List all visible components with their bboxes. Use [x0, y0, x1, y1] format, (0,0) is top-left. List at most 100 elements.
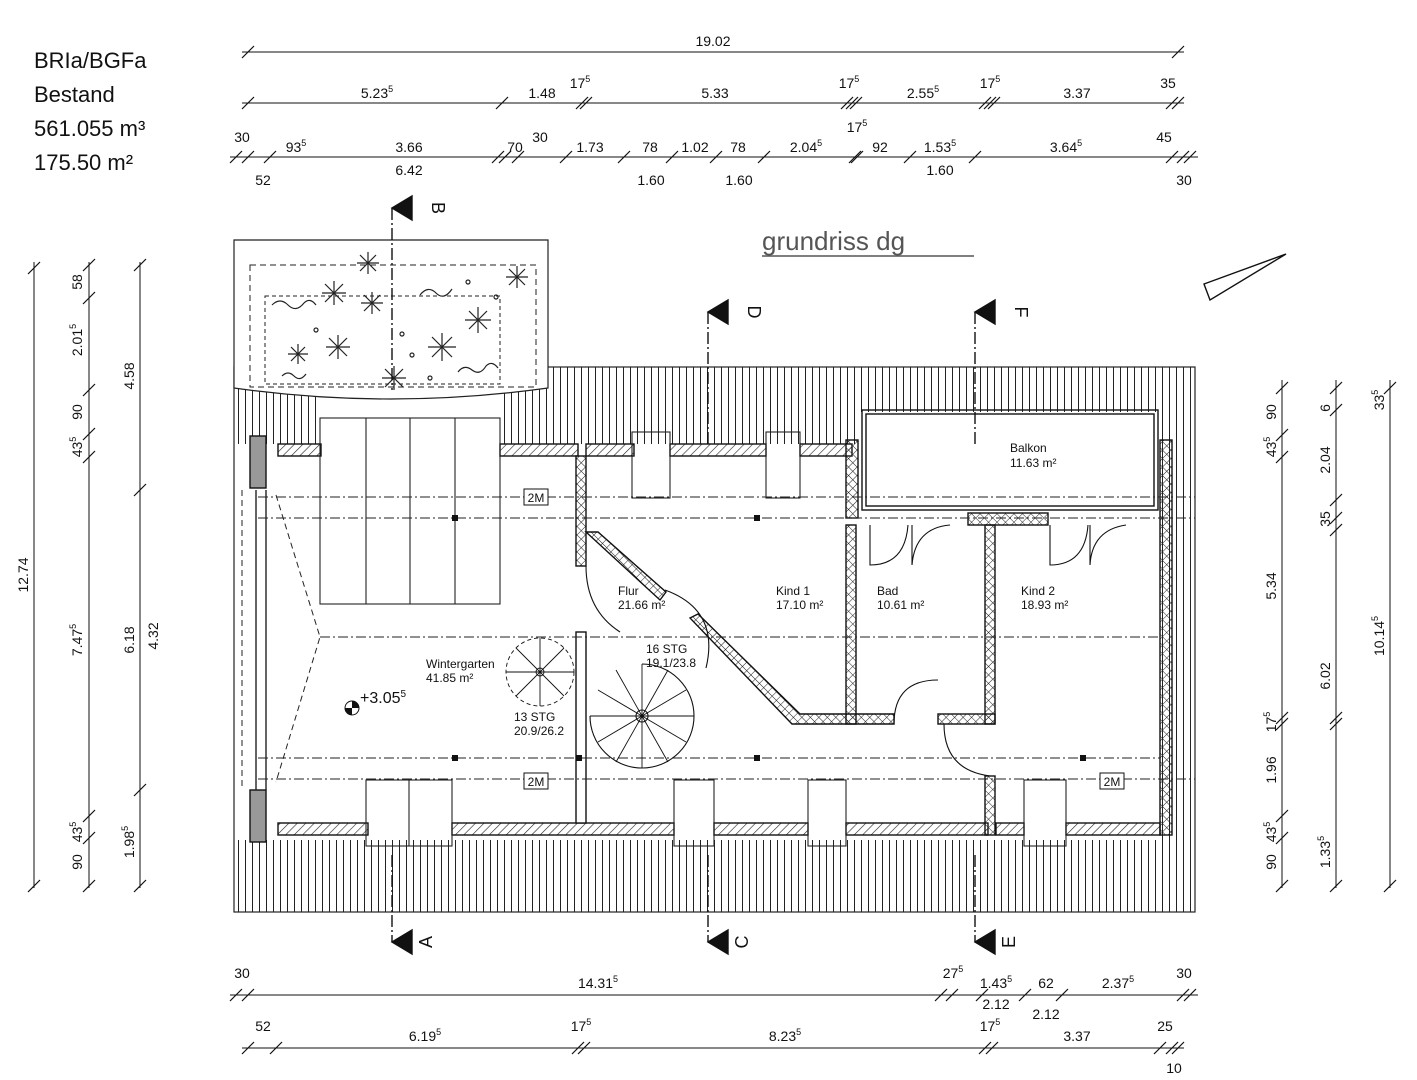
dim-left2: 90 — [69, 854, 85, 870]
dim-tick — [1171, 1041, 1185, 1055]
spiral-stair-large — [589, 663, 695, 769]
room-kind2-area: 18.93 m² — [1021, 598, 1068, 612]
dim-row3-below: 1.60 — [926, 162, 953, 178]
dim-row3: 1.02 — [681, 139, 708, 155]
dim-row2: 5.33 — [701, 85, 728, 101]
dim-left3: 4.58 — [121, 362, 137, 389]
skylights — [319, 417, 1067, 847]
wintergarten-glazing — [241, 490, 321, 790]
dim-row2: 175 — [980, 74, 1001, 91]
dim-row3-below: 52 — [255, 172, 271, 188]
mark-2m-bottom-left: 2M — [528, 775, 545, 789]
dim-row3: 1.73 — [576, 139, 603, 155]
dim-tick — [241, 988, 255, 1002]
dim-tick — [1329, 381, 1343, 395]
dim-tick — [82, 450, 96, 464]
dim-right2: 6 — [1317, 404, 1333, 412]
room-wintergarten-area: 41.85 m² — [426, 671, 473, 685]
dim-tick — [1183, 988, 1197, 1002]
stair16-label: 16 STG — [646, 642, 687, 656]
dim-right1: 435 — [1262, 437, 1279, 458]
room-flur-area: 21.66 m² — [618, 598, 665, 612]
dim-bottom1: 62 — [1038, 975, 1054, 991]
dim-tick — [1165, 150, 1179, 164]
dim-tick — [1329, 493, 1343, 507]
roof-frame — [233, 366, 1196, 913]
dim-right1: 435 — [1262, 822, 1279, 843]
dim-tick — [1275, 879, 1289, 893]
dim-right2: 6.02 — [1317, 662, 1333, 689]
dim-bottom1: 1.435 — [980, 974, 1012, 991]
dim-bottom2: 6.195 — [409, 1027, 441, 1044]
dim-tick — [1275, 381, 1289, 395]
dim-tick — [229, 150, 243, 164]
dim-tick — [903, 150, 917, 164]
dim-right3: 10.145 — [1370, 616, 1387, 656]
dim-tick — [82, 427, 96, 441]
roof-bottom — [234, 840, 1195, 912]
dim-tick — [1383, 879, 1397, 893]
dim-tick — [82, 383, 96, 397]
dim-tick — [1176, 988, 1190, 1002]
section-e: E — [999, 936, 1019, 948]
level-value: +3.055 — [360, 689, 406, 707]
dim-tick — [133, 483, 147, 497]
dim-tick — [571, 1041, 585, 1055]
dim-right2: 1.335 — [1316, 836, 1333, 868]
dim-bottom1: 2.12 — [1032, 1006, 1059, 1022]
dim-tick — [1018, 988, 1032, 1002]
dim-row3: 175 — [847, 118, 868, 135]
room-labels: Balkon 11.63 m² Flur 21.66 m² Kind 1 17.… — [426, 441, 1068, 738]
dim-left2: 58 — [69, 274, 85, 290]
dim-tick — [1171, 45, 1185, 59]
balkon — [861, 409, 1159, 526]
dim-bottom2: 8.235 — [769, 1027, 801, 1044]
north-arrow-icon — [1203, 253, 1287, 302]
dim-tick — [848, 150, 862, 164]
dim-tick — [511, 150, 525, 164]
section-labels: A B C D E F — [416, 202, 1031, 949]
dim-row3: 78 — [730, 139, 746, 155]
dim-row2: 3.37 — [1063, 85, 1090, 101]
room-kind2-name: Kind 2 — [1021, 584, 1055, 598]
dim-left2: 435 — [68, 437, 85, 458]
dim-tick — [82, 879, 96, 893]
room-bad-name: Bad — [877, 584, 898, 598]
dim-tick — [1055, 988, 1069, 1002]
spiral-stair-small — [505, 637, 575, 707]
roof-top — [500, 367, 858, 444]
dim-tick — [985, 1041, 999, 1055]
dim-tick — [983, 96, 997, 110]
dim-tick — [987, 96, 1001, 110]
info-label: BRIa/BGFa — [34, 48, 147, 73]
dim-tick — [1165, 1041, 1179, 1055]
dim-tick — [133, 783, 147, 797]
dim-right1: 1.96 — [1263, 756, 1279, 783]
roof-interior — [258, 444, 1158, 840]
room-flur-name: Flur — [618, 584, 639, 598]
dim-right1: 5.34 — [1263, 572, 1279, 599]
dim-bottom2: 3.37 — [1063, 1028, 1090, 1044]
dimension-lines — [33, 51, 1391, 1049]
dim-row3: 70 — [507, 139, 523, 155]
room-kind1-area: 17.10 m² — [776, 598, 823, 612]
dim-tick — [975, 988, 989, 1002]
dim-tick — [978, 1041, 992, 1055]
dim-row2: 5.235 — [361, 84, 393, 101]
room-kind1-name: Kind 1 — [776, 584, 810, 598]
dim-bottom2: 175 — [571, 1017, 592, 1034]
dim-bottom1: 275 — [943, 964, 964, 981]
dim-bottom1: 14.315 — [578, 974, 618, 991]
dim-tick — [559, 150, 573, 164]
dim-row3: 92 — [872, 139, 888, 155]
dim-tick — [934, 988, 948, 1002]
dim-tick — [82, 809, 96, 823]
dim-bottom1: 30 — [234, 965, 250, 981]
stair16-ratio: 19.1/23.8 — [646, 656, 696, 670]
dim-tick — [849, 96, 863, 110]
dim-tick — [665, 150, 679, 164]
dim-row2: 1.48 — [528, 85, 555, 101]
room-bad-area: 10.61 m² — [877, 598, 924, 612]
room-balkon-area: 11.63 m² — [1010, 456, 1056, 470]
section-markers — [390, 194, 996, 956]
